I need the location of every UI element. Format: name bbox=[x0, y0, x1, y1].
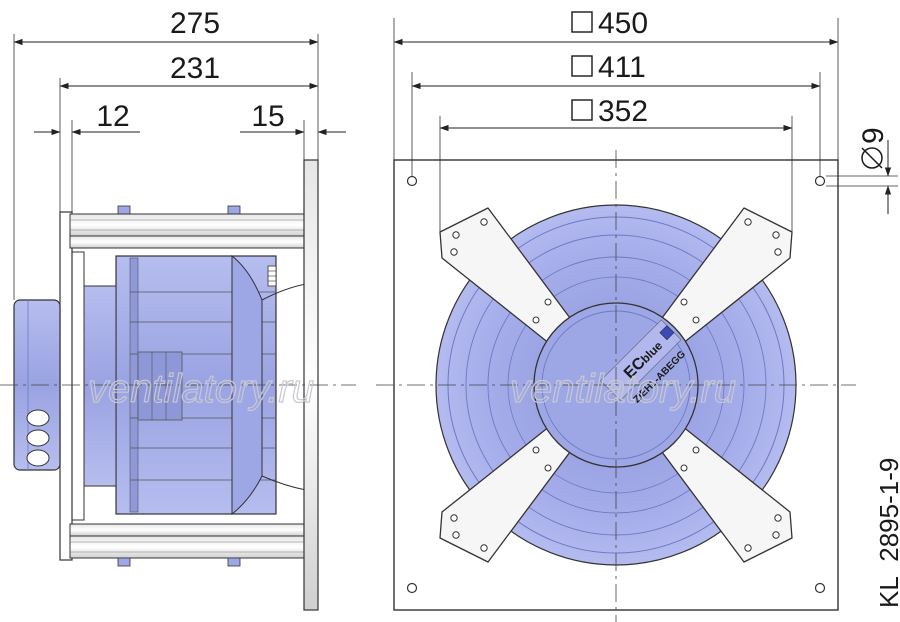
mounting-hole bbox=[814, 175, 826, 187]
dim-plate-size: 450 bbox=[598, 7, 648, 40]
drawing-code: KL_2895-1-9 bbox=[874, 458, 900, 608]
square-symbol-icon bbox=[571, 99, 593, 121]
dim-body-length: 231 bbox=[170, 52, 220, 85]
dim-hole-spacing: 411 bbox=[598, 51, 646, 84]
center-lines bbox=[0, 150, 856, 622]
dim-hole-diameter: 9 bbox=[857, 127, 890, 144]
side-view: 275 231 12 15 bbox=[13, 7, 346, 611]
square-symbol-icon bbox=[571, 55, 593, 77]
front-view: EC blue ZIEHL-ABEGG 450 411 352 9 bbox=[393, 7, 898, 611]
diameter-symbol-icon bbox=[861, 147, 883, 169]
bottom-support-bar bbox=[69, 535, 305, 559]
dim-bracket-size: 352 bbox=[598, 95, 648, 128]
top-support-bar bbox=[69, 213, 305, 237]
mounting-hole bbox=[406, 582, 418, 594]
dim-overall-length: 275 bbox=[170, 7, 220, 40]
watermark-left: ventilatory.ru bbox=[88, 367, 314, 411]
square-symbol-icon bbox=[571, 11, 593, 33]
dim-right-offset: 15 bbox=[251, 100, 284, 133]
watermark-right: ventilatory.ru bbox=[510, 367, 736, 411]
dim-left-offset: 12 bbox=[96, 100, 129, 133]
mounting-hole bbox=[406, 175, 418, 187]
mounting-hole bbox=[814, 582, 826, 594]
